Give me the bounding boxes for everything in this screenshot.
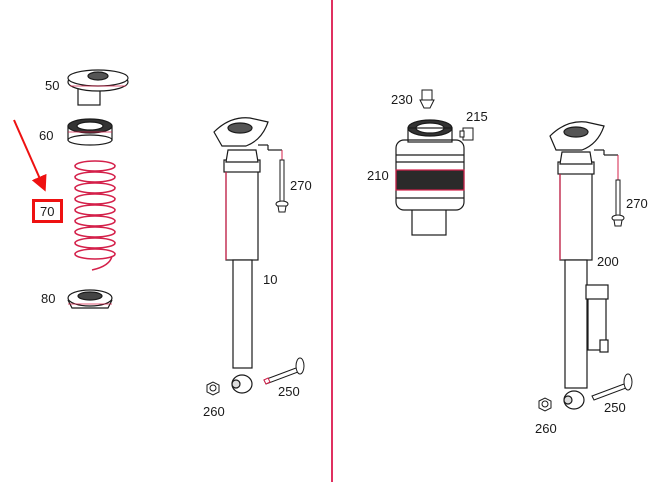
part-230-valve-icon [419,89,435,109]
label-part-60: 60 [39,128,54,143]
part-10-shock-absorber-icon [213,117,282,394]
part-50-upper-mount-icon [67,69,129,106]
part-215-fitting-icon [459,127,474,141]
label-part-260-right: 260 [535,421,557,436]
label-part-50: 50 [45,78,60,93]
part-60-bearing-icon [67,118,113,146]
label-part-270-left: 270 [290,178,312,193]
label-part-80: 80 [41,291,56,306]
label-part-250-left: 250 [278,384,300,399]
highlight-arrow [13,119,47,192]
part-200-shock-absorber-icon [549,121,618,410]
label-part-250-right: 250 [604,400,626,415]
part-250-bolt-icon-left [263,357,305,385]
part-80-lower-seat-icon [67,289,113,309]
label-part-260-left: 260 [203,404,225,419]
label-part-200: 200 [597,254,619,269]
part-210-air-spring-icon [395,119,465,236]
label-part-215: 215 [466,109,488,124]
label-part-210: 210 [367,168,389,183]
part-250-bolt-icon-right [591,373,633,401]
label-part-70[interactable]: 70 [40,204,55,219]
label-part-230: 230 [391,92,413,107]
part-260-nut-icon-left [206,381,220,396]
label-part-270-right: 270 [626,196,648,211]
label-part-10: 10 [263,272,278,287]
part-260-nut-icon-right [538,397,552,412]
part-270-bolt-icon-left [275,150,289,213]
part-70-coil-spring-icon [74,160,116,271]
part-270-bolt-icon-right [611,155,625,227]
highlight-box-part-70 [32,199,63,223]
